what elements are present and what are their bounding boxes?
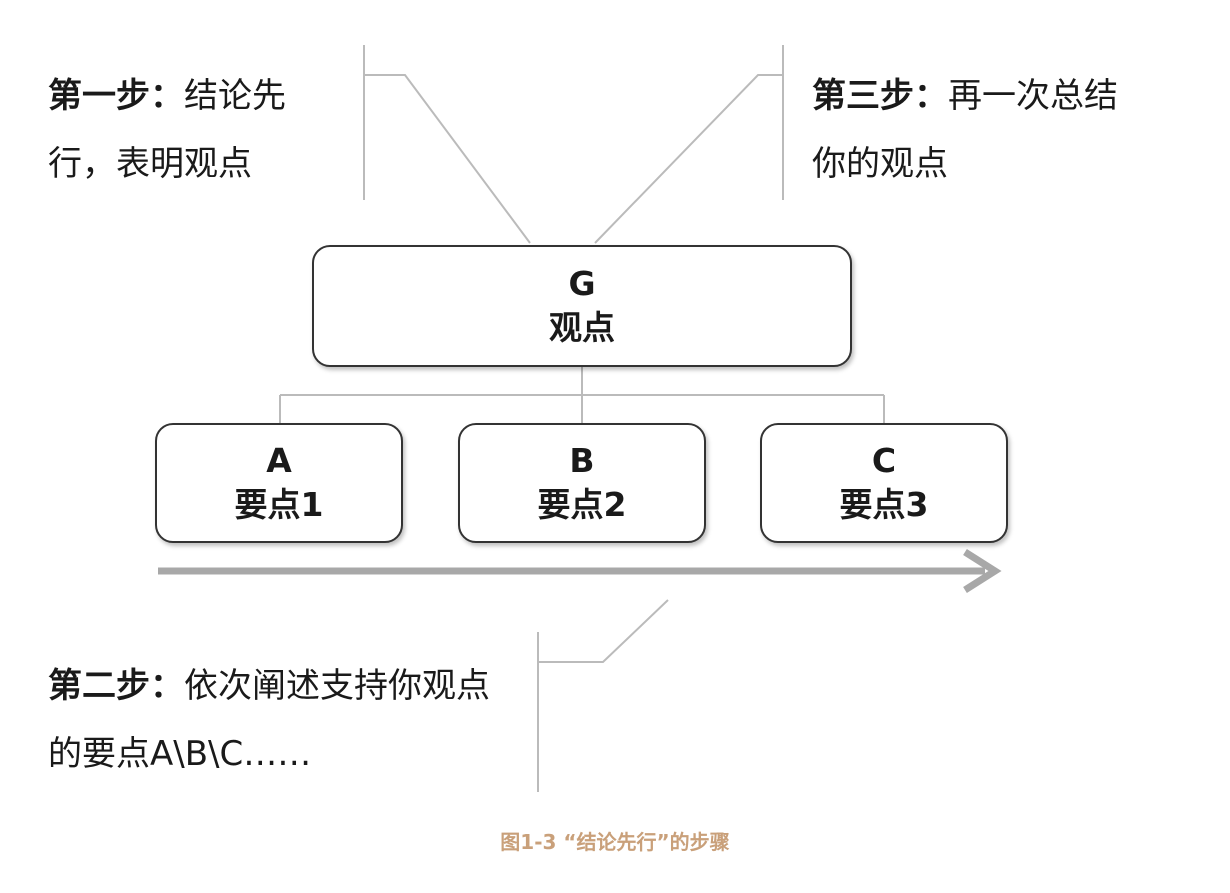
root-node-g: G 观点 — [312, 245, 852, 367]
point-node-label: 要点2 — [537, 485, 627, 524]
step3-text: 再一次总结你的观点 — [812, 76, 1118, 184]
sequence-arrow-head — [963, 549, 1002, 593]
point-node-letter: C — [871, 441, 897, 480]
step2-pointer-diagonal — [538, 599, 669, 663]
root-node-letter: G — [568, 264, 596, 303]
step3-label: 第三步： — [812, 76, 948, 116]
point-node-c: C 要点3 — [760, 423, 1008, 543]
point-node-letter: B — [569, 441, 595, 480]
step1-pointer-diagonal — [364, 74, 531, 244]
root-node-label: 观点 — [549, 308, 615, 347]
point-node-b: B 要点2 — [458, 423, 706, 543]
step1-label: 第一步： — [48, 76, 184, 116]
point-node-label: 要点3 — [839, 485, 929, 524]
step2-label: 第二步： — [48, 666, 184, 706]
point-node-label: 要点1 — [234, 485, 324, 524]
step2-note: 第二步：依次阐述支持你观点的要点A\B\C…… — [48, 652, 508, 788]
step3-pointer-diagonal — [594, 74, 783, 244]
point-node-letter: A — [266, 441, 292, 480]
step2-text: 依次阐述支持你观点的要点A\B\C…… — [48, 666, 490, 774]
figure-caption: 图1-3 “结论先行”的步骤 — [500, 830, 730, 854]
step1-note: 第一步：结论先行，表明观点 — [48, 62, 348, 198]
step3-note: 第三步：再一次总结你的观点 — [812, 62, 1142, 198]
point-node-a: A 要点1 — [155, 423, 403, 543]
step1-text: 结论先行，表明观点 — [48, 76, 286, 184]
